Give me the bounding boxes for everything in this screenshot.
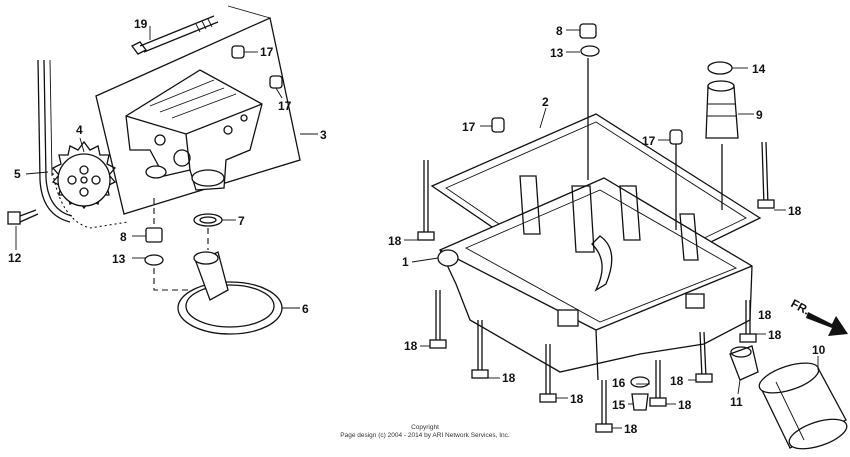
callout-5: 5	[14, 167, 21, 181]
oil-filter	[758, 362, 848, 450]
callout-16: 16	[612, 376, 626, 390]
o-ring-14	[707, 61, 733, 75]
collar-8-right	[579, 23, 597, 39]
callout-1: 1	[402, 255, 409, 269]
drain-bolt	[631, 393, 649, 411]
callout-10: 10	[812, 343, 826, 357]
callout-18: 18	[678, 398, 692, 412]
copyright-line-2: Page design (c) 2004 - 2014 by ARI Netwo…	[340, 432, 510, 439]
callout-18: 18	[788, 204, 802, 218]
callout-17: 17	[642, 134, 656, 148]
callout-6: 6	[302, 302, 309, 316]
callout-4: 4	[76, 123, 83, 137]
callout-18: 18	[388, 234, 402, 248]
callout-3: 3	[320, 128, 327, 142]
callout-15: 15	[612, 398, 626, 412]
oil-pan	[437, 175, 753, 381]
callout-8: 8	[556, 24, 563, 38]
callout-13: 13	[112, 252, 126, 266]
dowel-pin-upper	[231, 45, 245, 59]
callout-13: 13	[550, 46, 564, 60]
callout-9: 9	[756, 108, 763, 122]
callout-7: 7	[238, 214, 245, 228]
callout-17: 17	[278, 99, 292, 113]
callout-18: 18	[670, 374, 684, 388]
front-direction-arrow	[806, 312, 848, 336]
callout-labels: 19 17 17 3 4 5 12 7 8 13 6 8 13 2 14 9 1…	[8, 17, 826, 436]
pump-assembly-frame	[95, 5, 301, 215]
relief-valve	[705, 80, 739, 139]
filter-boss	[729, 345, 759, 381]
dowel-pin-17d	[669, 129, 683, 145]
copyright-line-1: Copyright	[411, 424, 439, 431]
oil-strainer	[177, 251, 283, 335]
drain-washer	[630, 376, 650, 388]
callout-18: 18	[570, 392, 584, 406]
callout-8: 8	[120, 230, 127, 244]
drive-chain	[51, 167, 129, 229]
callout-2: 2	[542, 95, 549, 109]
callout-18: 18	[758, 308, 772, 322]
callout-19: 19	[134, 17, 148, 31]
callout-18: 18	[768, 328, 782, 342]
dowel-pin-right	[269, 75, 283, 89]
callout-17: 17	[260, 45, 274, 59]
collar-8-left	[145, 227, 163, 243]
copyright-notice: Copyright Page design (c) 2004 - 2014 by…	[340, 424, 510, 439]
callout-18: 18	[502, 371, 516, 385]
callout-14: 14	[752, 62, 766, 76]
callout-18: 18	[624, 422, 638, 436]
oil-pump-body	[125, 69, 263, 191]
washer-13-right	[580, 45, 600, 57]
callout-11: 11	[730, 395, 743, 409]
dowel-pin-17c	[491, 117, 505, 133]
oil-pump-sprocket	[51, 140, 117, 210]
callout-17: 17	[462, 120, 476, 134]
callout-12: 12	[8, 251, 22, 265]
sprocket-bolt	[7, 209, 39, 225]
callout-18: 18	[404, 339, 418, 353]
leader-lines	[15, 26, 819, 429]
o-ring-7	[193, 213, 223, 227]
long-bolt	[131, 15, 219, 55]
chain-rails	[37, 59, 73, 223]
flange-bolts	[417, 141, 775, 433]
washer-13-left	[144, 254, 164, 266]
